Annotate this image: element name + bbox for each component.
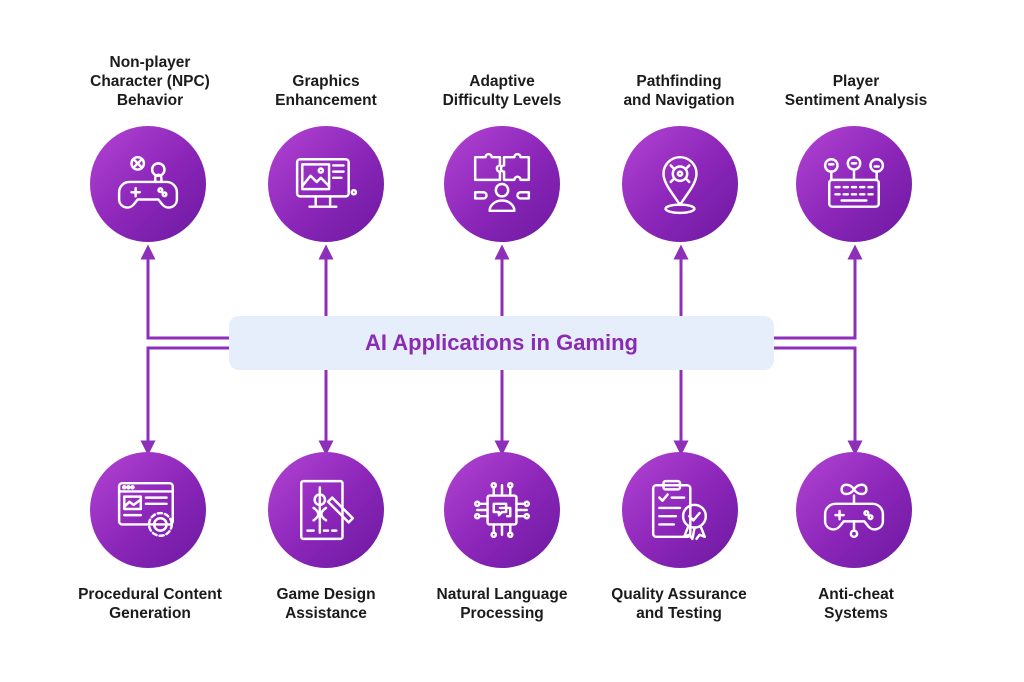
node-label-design: Game Design Assistance <box>276 586 376 622</box>
keyboard-sentiment-icon <box>823 155 885 208</box>
gamepad-icon <box>117 155 179 209</box>
node-label-anticheat: Anti-cheat Systems <box>818 586 894 622</box>
connector-sentiment <box>774 244 863 340</box>
central-topic-box: AI Applications in Gaming <box>229 316 774 370</box>
node-label-graphics: Graphics Enhancement <box>275 73 377 109</box>
node-procedural <box>90 452 206 568</box>
infinity-controller-icon <box>823 483 885 539</box>
node-label-procedural: Procedural Content Generation <box>78 586 222 622</box>
node-sentiment <box>796 126 912 242</box>
connector-npc <box>140 244 229 340</box>
connector-procedural <box>140 346 229 456</box>
node-qa <box>622 452 738 568</box>
node-label-npc: Non-player Character (NPC) Behavior <box>90 54 210 109</box>
node-pathfinding <box>622 126 738 242</box>
node-graphics <box>268 126 384 242</box>
clipboard-badge-icon <box>651 479 708 541</box>
chip-chat-icon <box>473 481 531 539</box>
node-label-difficulty: Adaptive Difficulty Levels <box>442 73 562 109</box>
node-label-qa: Quality Assurance and Testing <box>611 586 747 622</box>
monitor-graphics-icon <box>295 158 358 208</box>
connector-anticheat <box>774 346 863 456</box>
map-pin-icon <box>662 155 698 215</box>
node-label-sentiment: Player Sentiment Analysis <box>784 73 928 109</box>
node-difficulty <box>444 126 560 242</box>
node-label-pathfinding: Pathfinding and Navigation <box>623 73 735 109</box>
node-anticheat <box>796 452 912 568</box>
node-design <box>268 452 384 568</box>
node-nlp <box>444 452 560 568</box>
design-tool-icon <box>300 479 355 541</box>
node-label-nlp: Natural Language Processing <box>436 586 568 622</box>
node-npc <box>90 126 206 242</box>
puzzle-user-icon <box>473 152 531 213</box>
browser-gear-icon <box>117 481 174 538</box>
diagram-title: AI Applications in Gaming <box>365 330 638 355</box>
